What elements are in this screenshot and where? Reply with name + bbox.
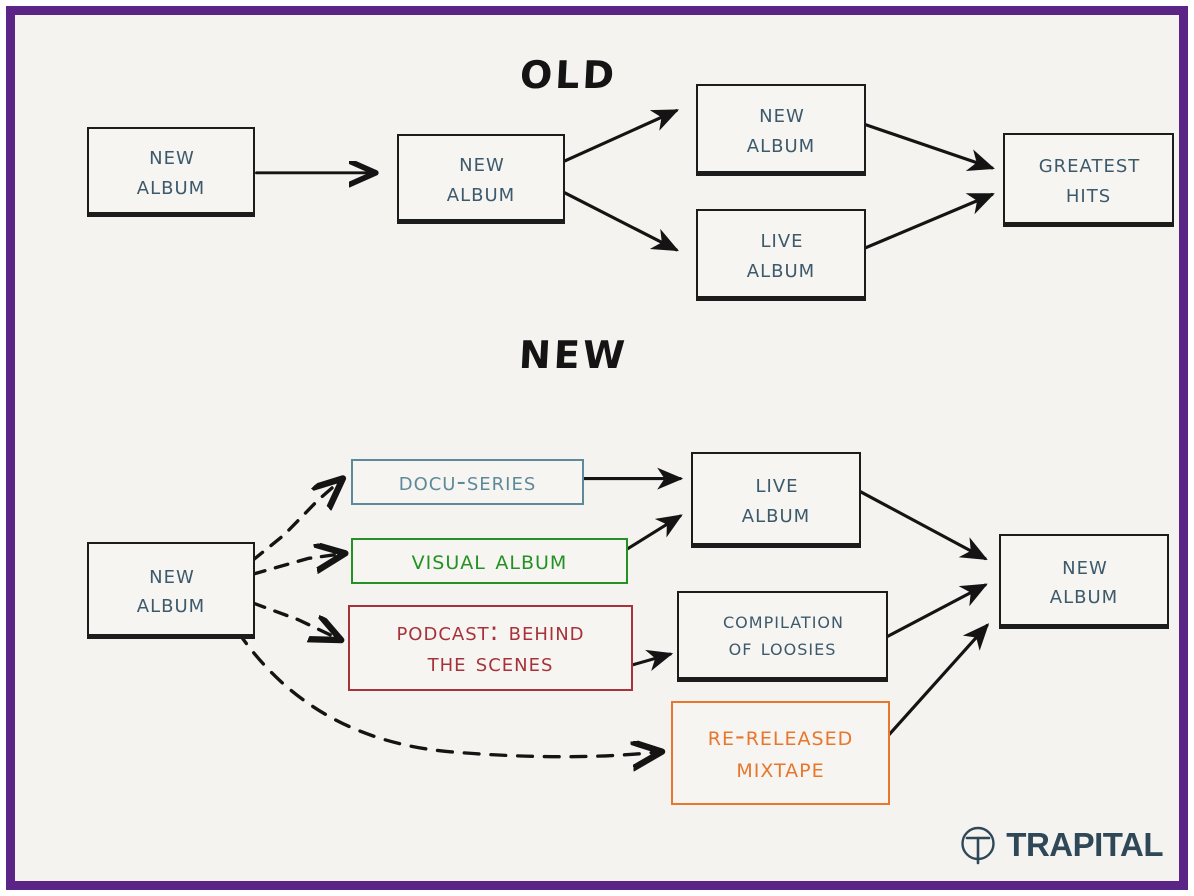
diagram-canvas: OLD NEW New Album New Album New Album Li…	[15, 15, 1179, 881]
node-line: Mixtape	[736, 753, 825, 784]
edge-new-source-podcast	[250, 601, 340, 639]
node-line: Docu-series	[398, 466, 537, 497]
logo-wordmark: TRAPITAL	[1006, 826, 1163, 863]
node-docu-series[interactable]: Docu-series	[351, 459, 584, 505]
node-line: Album	[446, 177, 516, 207]
edge-old-live-greatest	[854, 192, 995, 254]
node-line: Album	[136, 170, 206, 200]
slide-frame: OLD NEW New Album New Album New Album Li…	[6, 6, 1188, 890]
heading-old: OLD	[518, 53, 619, 97]
edge-visual-live	[623, 514, 683, 553]
node-line: Album	[1049, 580, 1119, 609]
node-line: the Scenes	[427, 648, 554, 678]
node-line: of Loosies	[728, 635, 837, 661]
node-line: New	[149, 141, 195, 170]
node-podcast-behind-the-scenes[interactable]: Podcast: Behind the Scenes	[348, 605, 633, 691]
node-old-greatest-hits[interactable]: Greatest Hits	[1003, 133, 1174, 227]
node-line: Album	[136, 589, 206, 618]
heading-new: NEW	[517, 333, 629, 377]
node-line: Live	[760, 224, 804, 253]
edge-podcast-compilation	[627, 649, 674, 672]
t-in-circle-icon	[961, 826, 995, 865]
node-line: Album	[746, 253, 816, 283]
trapital-logo: TRAPITAL	[956, 823, 1163, 867]
node-line: Album	[746, 128, 816, 158]
edge-old-album2-live	[558, 188, 680, 252]
node-line: New	[759, 99, 805, 128]
node-new-album-result[interactable]: New Album	[999, 534, 1169, 629]
edge-live-newalbum	[852, 486, 988, 561]
node-line: Compilation	[723, 607, 844, 634]
edge-compilation-newalbum	[878, 583, 988, 642]
node-old-new-album-3[interactable]: New Album	[696, 84, 866, 176]
node-line: Greatest	[1038, 149, 1141, 178]
node-line: Podcast: Behind	[396, 617, 585, 648]
node-line: Hits	[1065, 178, 1112, 208]
edge-old-album3-greatest	[854, 119, 995, 171]
node-new-live-album[interactable]: Live Album	[691, 452, 861, 548]
node-old-live-album[interactable]: Live Album	[696, 209, 866, 301]
node-line: Re-released	[707, 721, 854, 753]
edge-old-album2-album3	[558, 109, 680, 165]
edge-mixtape-newalbum	[876, 623, 990, 749]
node-line: Album	[741, 498, 811, 528]
node-line: New	[149, 559, 195, 589]
node-old-new-album-2[interactable]: New Album	[397, 134, 565, 224]
node-new-album-source[interactable]: New Album	[87, 542, 255, 639]
node-visual-album[interactable]: Visual Album	[351, 538, 628, 584]
node-old-new-album-1[interactable]: New Album	[87, 127, 255, 217]
edge-new-source-visual	[250, 554, 344, 576]
node-line: New	[1062, 550, 1108, 580]
edge-new-source-docu	[250, 480, 342, 563]
node-re-released-mixtape[interactable]: Re-released Mixtape	[671, 701, 890, 805]
node-line: Live	[755, 469, 799, 498]
node-line: New	[459, 148, 505, 177]
node-compilation-of-loosies[interactable]: Compilation of Loosies	[677, 591, 888, 682]
node-line: Visual Album	[411, 545, 568, 577]
